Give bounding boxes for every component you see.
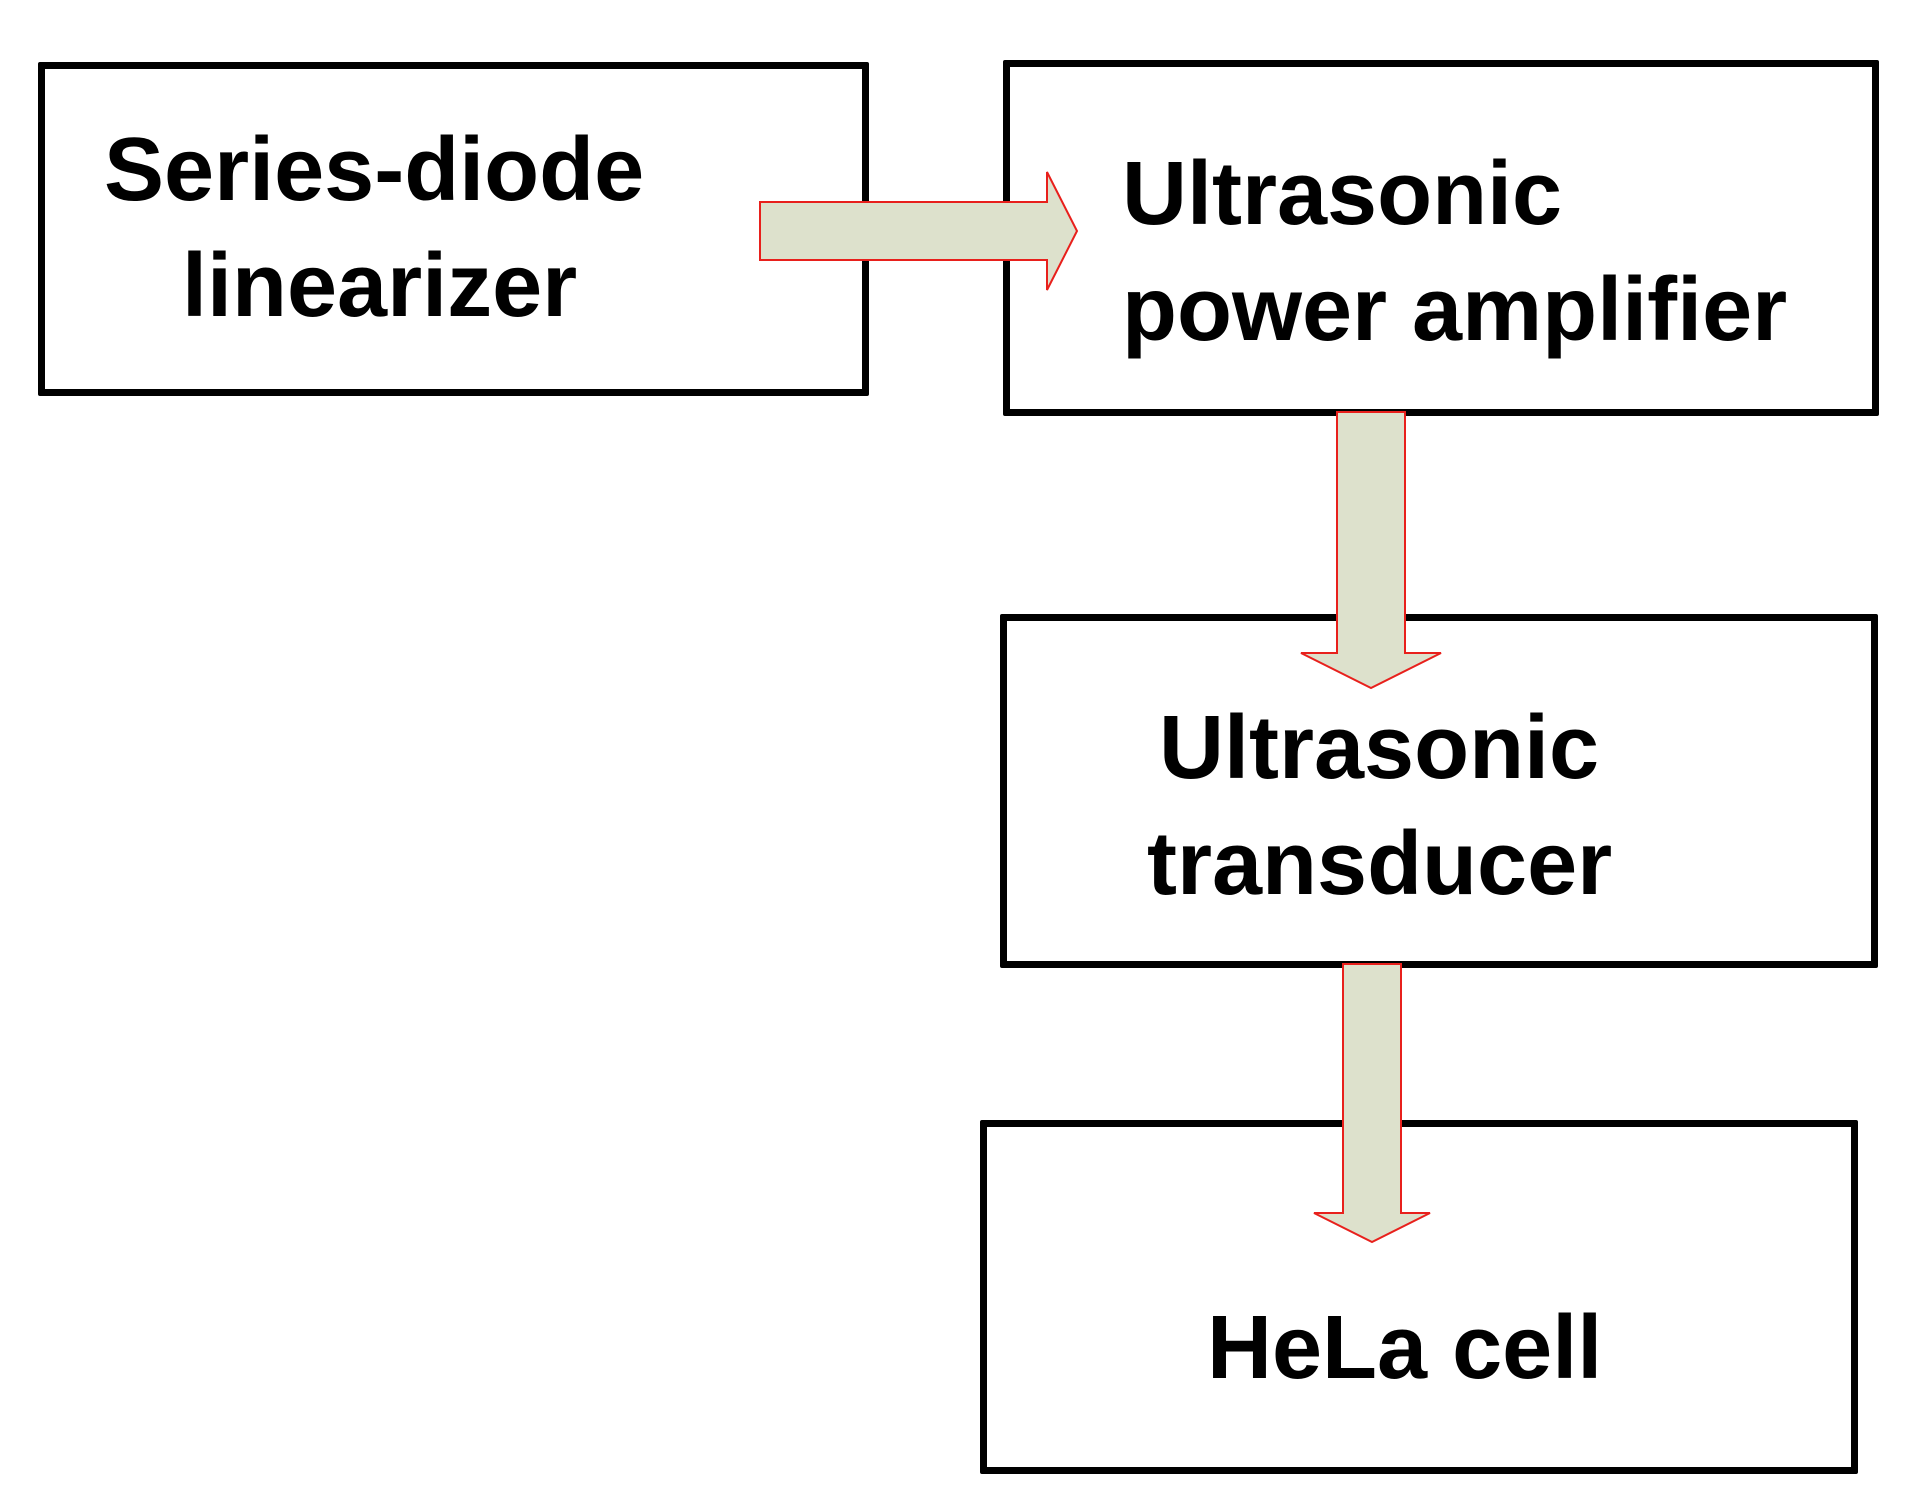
transducer-box: [1000, 614, 1878, 968]
linearizer-label-line2: linearizer: [182, 236, 578, 336]
arrow-amplifier-to-transducer: [1300, 411, 1442, 690]
amplifier-box: [1003, 60, 1879, 416]
hela-cell-box: [980, 1120, 1858, 1474]
arrow-transducer-to-cell: [1313, 963, 1431, 1244]
amplifier-label-line2: power amplifier: [1122, 260, 1788, 360]
transducer-label-line1: Ultrasonic: [1159, 698, 1600, 798]
hela-cell-label: HeLa cell: [1207, 1298, 1603, 1398]
amplifier-label-line1: Ultrasonic: [1122, 144, 1563, 244]
linearizer-label-line1: Series-diode: [104, 120, 645, 220]
transducer-label-line2: transducer: [1147, 814, 1613, 914]
arrow-linearizer-to-amplifier: [759, 171, 1079, 291]
linearizer-box: [38, 62, 869, 396]
